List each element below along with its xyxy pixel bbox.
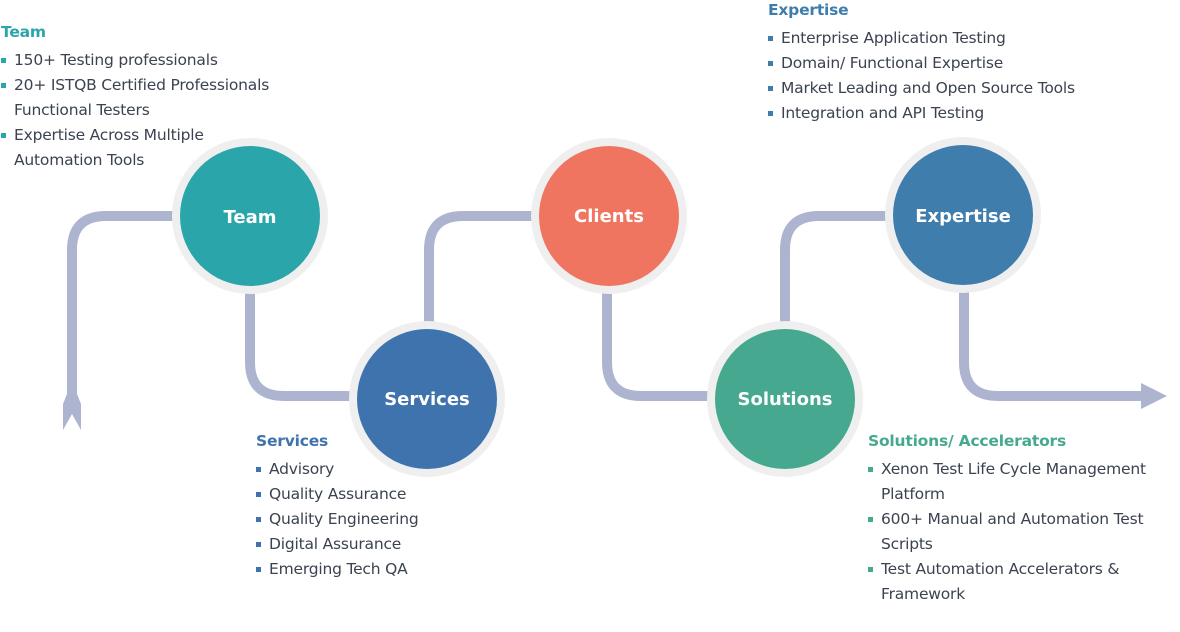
list-item: Quality Engineering (256, 507, 476, 532)
list-item: Enterprise Application Testing (768, 26, 1128, 51)
bullet-icon (868, 567, 873, 572)
node-expertise-circle (893, 145, 1033, 285)
bullet-icon (256, 517, 261, 522)
connector-services-to-clients (424, 211, 540, 322)
list-item: Advisory (256, 457, 476, 482)
end-arrow-icon (1141, 383, 1167, 409)
bullet-icon (1, 83, 6, 88)
node-clients-label: Clients (574, 206, 644, 227)
node-clients[interactable]: Clients (531, 138, 687, 294)
connector-clients-to-solutions (602, 290, 716, 401)
node-team[interactable]: Team (172, 138, 328, 294)
bullet-icon (868, 467, 873, 472)
bullet-icon (768, 36, 773, 41)
node-solutions-circle (715, 329, 855, 469)
services-details-list: Advisory Quality Assurance Quality Engin… (256, 457, 476, 582)
node-team-label: Team (224, 207, 277, 228)
team-details-title: Team (1, 23, 46, 41)
list-item: Digital Assurance (256, 532, 476, 557)
list-item: Quality Assurance (256, 482, 476, 507)
list-item: Emerging Tech QA (256, 557, 476, 582)
bullet-icon (1, 58, 6, 63)
bullet-icon (256, 492, 261, 497)
bullet-icon (768, 61, 773, 66)
node-services[interactable]: Services (349, 321, 505, 477)
list-item: Market Leading and Open Source Tools (768, 76, 1128, 101)
expertise-details-list: Enterprise Application Testing Domain/ F… (768, 26, 1128, 126)
bullet-icon (256, 567, 261, 572)
list-item: Domain/ Functional Expertise (768, 51, 1128, 76)
expertise-details: Expertise Enterprise Application Testing… (768, 0, 1128, 126)
list-item: Integration and API Testing (768, 101, 1128, 126)
node-services-circle (357, 329, 497, 469)
services-details: Services Advisory Quality Assurance Qual… (256, 431, 476, 582)
node-expertise-label: Expertise (915, 206, 1011, 227)
connectors (67, 211, 1145, 401)
start-tail-icon (63, 394, 81, 430)
solutions-details-list: Xenon Test Life Cycle Management Platfor… (868, 457, 1168, 607)
list-item: Test Automation Accelerators & Framework (868, 557, 1168, 607)
bullet-icon (768, 111, 773, 116)
bullet-icon (768, 86, 773, 91)
bullet-icon (868, 517, 873, 522)
team-details: Team 150+ Testing professionals 20+ ISTQ… (1, 22, 291, 173)
connector-solutions-to-expertise (780, 211, 893, 322)
list-item: 20+ ISTQB Certified Professionals Functi… (1, 73, 291, 123)
node-solutions-label: Solutions (738, 389, 833, 410)
team-details-list: 150+ Testing professionals 20+ ISTQB Cer… (1, 48, 291, 173)
bullet-icon (256, 542, 261, 547)
solutions-details: Solutions/ Accelerators Xenon Test Life … (868, 431, 1168, 607)
node-clients-circle (539, 146, 679, 286)
bullet-icon (256, 467, 261, 472)
bullet-icon (1, 133, 6, 138)
connector-team-to-services (245, 290, 360, 401)
solutions-details-title: Solutions/ Accelerators (868, 432, 1066, 450)
connector-expertise-to-end (959, 292, 1145, 401)
node-expertise[interactable]: Expertise (885, 137, 1041, 293)
node-solutions[interactable]: Solutions (707, 321, 863, 477)
list-item: Expertise Across Multiple Automation Too… (1, 123, 291, 173)
node-services-label: Services (384, 389, 470, 410)
list-item: 150+ Testing professionals (1, 48, 291, 73)
services-details-title: Services (256, 432, 329, 450)
list-item: 600+ Manual and Automation Test Scripts (868, 507, 1168, 557)
list-item: Xenon Test Life Cycle Management Platfor… (868, 457, 1168, 507)
expertise-details-title: Expertise (768, 1, 849, 19)
node-team-circle (180, 146, 320, 286)
connector-start-to-team (67, 211, 180, 398)
